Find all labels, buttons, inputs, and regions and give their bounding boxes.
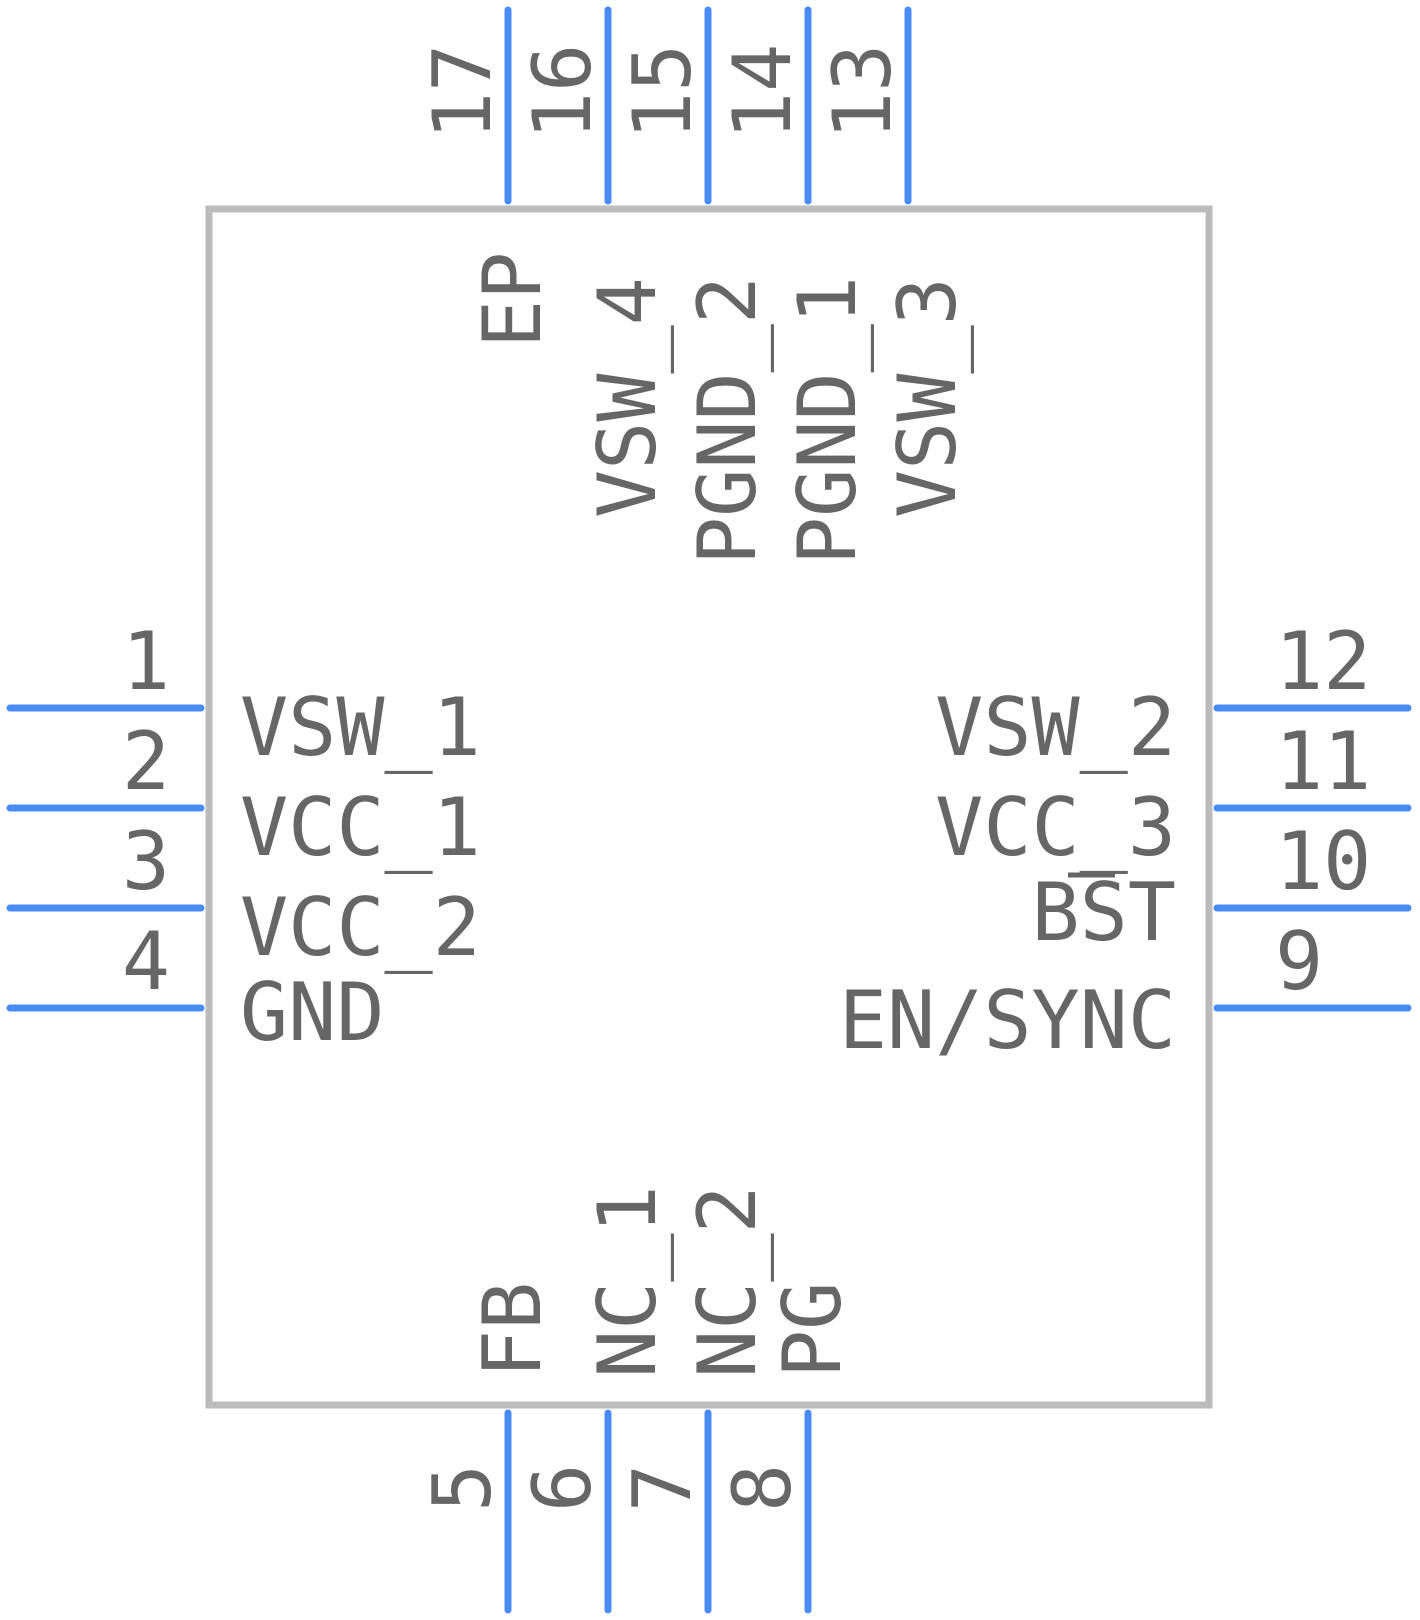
left-pin-1: 1 VSW_1	[6, 615, 481, 774]
pin-name: BST	[1032, 866, 1177, 959]
top-pin-14: 14 PGND_1	[716, 6, 874, 565]
pin-name: VSW_3	[881, 277, 974, 518]
pin-number: 4	[122, 915, 170, 1008]
pin-number: 9	[1275, 915, 1323, 1008]
pin-number: 17	[416, 44, 509, 140]
right-pin-12: 12 VSW_2	[935, 615, 1412, 774]
pin-name: PG	[766, 1282, 859, 1378]
pin-name: VSW_4	[581, 277, 674, 518]
pin-name: VCC_1	[240, 781, 481, 874]
pin-number: 5	[416, 1464, 509, 1512]
top-pin-16: 16 VSW_4	[516, 6, 674, 518]
pin-name: NC_1	[581, 1185, 674, 1378]
pin-number: 14	[716, 44, 809, 140]
pin-name: VCC_3	[935, 781, 1176, 874]
bottom-pin-7: 7 NC_2	[616, 1185, 774, 1614]
pin-number: 13	[816, 44, 909, 140]
pin-name: PGND_2	[681, 276, 774, 565]
top-pin-13: 13 VSW_3	[816, 6, 974, 518]
pin-number: 8	[716, 1464, 809, 1512]
bottom-pin-8: 8 PG	[716, 1282, 859, 1614]
pin-name: VSW_1	[240, 681, 481, 774]
pin-number: 3	[122, 815, 170, 908]
right-pin-9: 9 EN/SYNC	[839, 915, 1412, 1067]
right-pin-10: 10 BST	[1032, 815, 1412, 959]
pin-number: 10	[1275, 815, 1371, 908]
pin-number: 7	[616, 1464, 709, 1512]
bottom-pin-5: 5 FB	[416, 1282, 559, 1614]
pin-number: 1	[122, 615, 170, 708]
pin-name: EP	[466, 252, 559, 348]
pin-name: GND	[240, 966, 385, 1059]
component-body	[205, 205, 1213, 1409]
bottom-pin-6: 6 NC_1	[516, 1185, 674, 1614]
pin-number: 2	[122, 715, 170, 808]
left-pin-2: 2 VCC_1	[6, 715, 481, 874]
top-pin-17: 17 EP	[416, 6, 559, 348]
left-pin-3: 3 VCC_2	[6, 815, 481, 974]
pin-number: 15	[616, 44, 709, 140]
left-pin-4: 4 GND	[6, 915, 385, 1059]
pin-name: VSW_2	[935, 681, 1176, 774]
right-pin-11: 11 VCC_3	[935, 715, 1412, 874]
pin-number: 6	[516, 1464, 609, 1512]
pin-number: 12	[1275, 615, 1371, 708]
pin-name: NC_2	[681, 1185, 774, 1378]
top-pin-15: 15 PGND_2	[616, 6, 774, 565]
pin-name: VCC_2	[240, 881, 481, 974]
pin-number: 11	[1275, 715, 1371, 808]
pin-number: 16	[516, 44, 609, 140]
pin-name: FB	[466, 1282, 559, 1378]
pin-name: PGND_1	[781, 276, 874, 565]
pin-name: EN/SYNC	[839, 974, 1176, 1067]
